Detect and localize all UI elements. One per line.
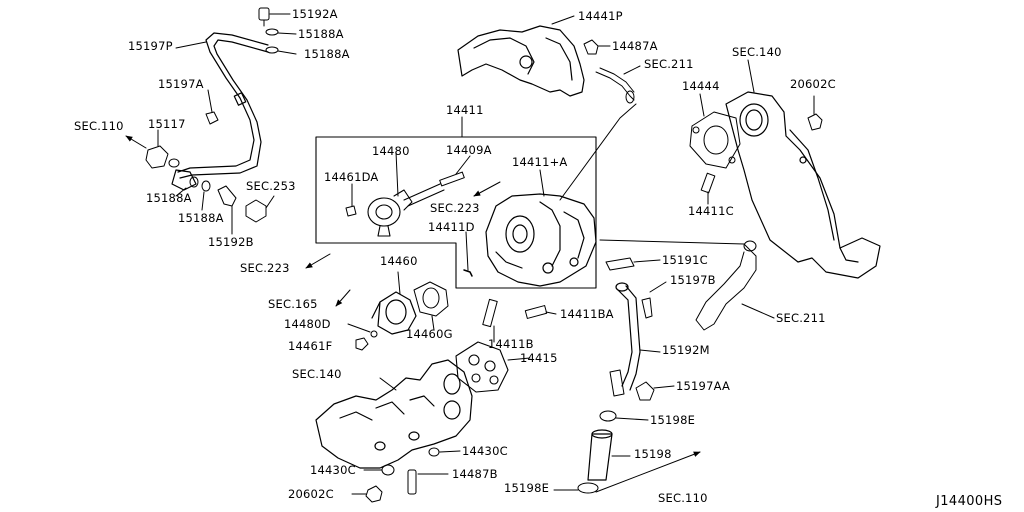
pipe-sec211-lower: [599, 239, 757, 331]
pipe-sec211-upper: [595, 71, 635, 101]
exhaust-manifold-sec140-right: [725, 91, 881, 279]
fitting-15117: [145, 145, 180, 169]
arrow-sec110-b: [595, 451, 701, 493]
arrow-sec165: [335, 289, 351, 307]
label-15192A: 15192A: [292, 7, 338, 21]
label-15191C: 15191C: [662, 253, 708, 267]
label-sec211-a: SEC.211: [644, 57, 694, 71]
washer-14480D: [370, 330, 378, 338]
diagram-code: J14400HS: [936, 494, 1003, 509]
adapter-14415: [455, 341, 509, 393]
actuator-14480: [367, 183, 445, 237]
label-14411BA: 14411BA: [560, 307, 614, 321]
label-sec223-b: SEC.223: [430, 201, 480, 215]
label-14411B: 14411B: [488, 337, 534, 351]
label-14480D: 14480D: [284, 317, 331, 331]
label-14415: 14415: [520, 351, 558, 365]
arrow-sec223-b: [473, 181, 501, 197]
hose-clamp-15198E-upper: [599, 410, 617, 422]
hose-15198: [587, 429, 613, 481]
label-15198: 15198: [634, 447, 672, 461]
heat-shield-14441P: [457, 25, 585, 97]
washer-15188A-2: [265, 46, 279, 54]
oil-return-pipe-15192M: [615, 282, 641, 391]
label-15188A-1: 15188A: [298, 27, 344, 41]
gasket-15191C: [605, 257, 635, 271]
label-14411D: 14411D: [428, 220, 475, 234]
label-15188A-3: 15188A: [146, 191, 192, 205]
label-15197AA: 15197AA: [676, 379, 731, 393]
turbocharger-14411: [485, 193, 597, 287]
label-14461F: 14461F: [288, 339, 333, 353]
turbo-drain-link: [559, 103, 637, 201]
label-14411pA: 14411+A: [512, 155, 568, 169]
label-15197A: 15197A: [158, 77, 204, 91]
label-14430C-1: 14430C: [462, 444, 508, 458]
label-sec140-b: SEC.140: [732, 45, 782, 59]
gasket-14444: [689, 111, 741, 169]
label-15198E-1: 15198E: [650, 413, 696, 427]
label-14460: 14460: [380, 254, 418, 268]
clip-15197A: [205, 111, 219, 125]
label-sec211-b: SEC.211: [776, 311, 826, 325]
clamp-15197AA: [635, 381, 655, 401]
bolt-14461DA: [345, 205, 357, 217]
label-14409A: 14409A: [446, 143, 492, 157]
washer-15188A-1: [265, 28, 279, 36]
label-15188A-4: 15188A: [178, 211, 224, 225]
label-sec110-a: SEC.110: [74, 119, 124, 133]
nut-20602C-left: [365, 485, 383, 503]
label-15188A-2: 15188A: [304, 47, 350, 61]
bolt-15192A: [258, 7, 270, 27]
exhaust-manifold-sec140-left: [315, 359, 473, 469]
hose-clamp-15198E-lower: [577, 482, 599, 494]
nut-14461F: [355, 337, 369, 351]
label-15192B: 15192B: [208, 235, 254, 249]
label-15117: 15117: [148, 117, 186, 131]
label-sec140-a: SEC.140: [292, 367, 342, 381]
stud-14487B: [407, 469, 417, 495]
oil-feed-pipe-15197P: [171, 32, 269, 191]
stud-14411B: [482, 298, 498, 328]
label-14480: 14480: [372, 144, 410, 158]
label-sec223-a: SEC.223: [240, 261, 290, 275]
washer-14430C-2: [381, 464, 395, 476]
stud-14411BA: [524, 305, 548, 319]
nut-20602C-right: [807, 113, 823, 131]
pin-14409A: [439, 171, 465, 187]
label-sec110-b: SEC.110: [658, 491, 708, 505]
label-14444: 14444: [682, 79, 720, 93]
label-sec165: SEC.165: [268, 297, 318, 311]
pipe-joint: [609, 369, 625, 397]
label-20602C-2: 20602C: [790, 77, 836, 91]
bolt-15197B: [641, 297, 653, 319]
label-20602C-1: 20602C: [288, 487, 334, 501]
arrow-sec110-a: [125, 135, 147, 149]
label-15197B: 15197B: [670, 273, 716, 287]
washer-14430C-1: [428, 447, 440, 457]
label-15197P: 15197P: [128, 39, 173, 53]
label-14460G: 14460G: [406, 327, 453, 341]
label-14430C-2: 14430C: [310, 463, 356, 477]
bolt-15192B: [217, 185, 237, 207]
label-15192M: 15192M: [662, 343, 710, 357]
label-14411: 14411: [446, 103, 484, 117]
label-14441P: 14441P: [578, 9, 623, 23]
turbo-assembly-frame: [315, 136, 597, 289]
gasket-14460G: [413, 281, 449, 317]
label-14411C: 14411C: [688, 204, 734, 218]
label-sec253: SEC.253: [246, 179, 296, 193]
stud-14411C: [700, 172, 716, 194]
arrow-sec223-a: [305, 253, 331, 269]
label-14461DA: 14461DA: [324, 170, 379, 184]
catalyst-14460: [371, 291, 417, 335]
sensor-sec253: [245, 195, 275, 223]
label-14487A: 14487A: [612, 39, 658, 53]
bolt-14487A: [583, 39, 599, 55]
label-15198E-2: 15198E: [504, 481, 550, 495]
label-14487B: 14487B: [452, 467, 498, 481]
